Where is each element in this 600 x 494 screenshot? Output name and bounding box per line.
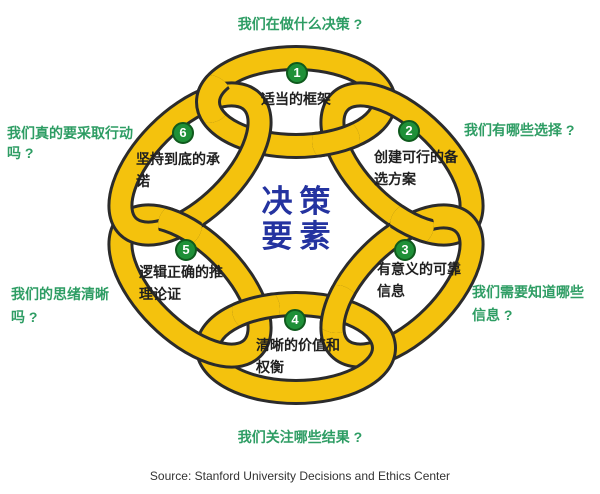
step-label-2: 创建可行的备 选方案 bbox=[374, 146, 470, 190]
step-label-3: 有意义的可靠 信息 bbox=[377, 258, 477, 302]
question-top: 我们在做什么决策 ? bbox=[150, 14, 450, 35]
question-left-top-line2: 吗 ? bbox=[7, 145, 34, 161]
question-top-line1: 我们在做什么决策 ? bbox=[237, 16, 363, 32]
step-label-6: 坚持到底的承 诺 bbox=[136, 148, 248, 192]
step-label-5-line1: 逻辑正确的推 bbox=[139, 264, 223, 280]
step-badge-6: 6 bbox=[172, 122, 194, 144]
step-label-3-line1: 有意义的可靠 bbox=[377, 261, 461, 277]
step-label-4-line2: 权衡 bbox=[256, 359, 284, 375]
question-right-top: 我们有哪些选择 ? bbox=[464, 120, 598, 141]
step-badge-2: 2 bbox=[398, 120, 420, 142]
question-left-top: 我们真的要采取行动 吗 ? bbox=[7, 123, 139, 163]
step-badge-4: 4 bbox=[284, 309, 306, 331]
question-left-top-line1: 我们真的要采取行动 bbox=[7, 125, 133, 141]
diagram-title-line1: 决策 bbox=[261, 184, 338, 219]
question-left-bottom-line2: 吗 ? bbox=[11, 309, 38, 325]
question-bottom: 我们关注哪些结果 ? bbox=[150, 427, 450, 448]
question-left-bottom: 我们的思绪清晰 吗 ? bbox=[11, 283, 135, 329]
step-label-1-line1: 适当的框架 bbox=[261, 91, 331, 107]
step-badge-3: 3 bbox=[394, 239, 416, 261]
step-label-2-line2: 选方案 bbox=[374, 171, 416, 187]
step-label-5: 逻辑正确的推 理论证 bbox=[139, 261, 249, 305]
question-bottom-line1: 我们关注哪些结果 ? bbox=[237, 429, 363, 445]
step-label-6-line1: 坚持到底的承 bbox=[136, 151, 220, 167]
question-right-top-line1: 我们有哪些选择 ? bbox=[464, 122, 575, 138]
diagram-title: 决策 要素 bbox=[228, 184, 364, 254]
ring-6-commitment bbox=[107, 81, 273, 247]
question-right-bottom: 我们需要知道哪些 信息 ? bbox=[472, 281, 600, 327]
question-right-bottom-line1: 我们需要知道哪些 bbox=[472, 284, 584, 300]
step-label-6-line2: 诺 bbox=[136, 173, 150, 189]
step-badge-1: 1 bbox=[286, 62, 308, 84]
diagram-title-line2: 要素 bbox=[261, 219, 338, 254]
source-attribution: Source: Stanford University Decisions an… bbox=[149, 469, 451, 483]
question-left-bottom-line1: 我们的思绪清晰 bbox=[11, 286, 109, 302]
step-badge-5: 5 bbox=[175, 239, 197, 261]
step-label-4-line1: 清晰的价值和 bbox=[256, 337, 340, 353]
step-label-3-line2: 信息 bbox=[377, 283, 405, 299]
ring-3-information bbox=[319, 203, 485, 369]
step-label-5-line2: 理论证 bbox=[139, 286, 181, 302]
step-label-1: 适当的框架 bbox=[236, 88, 356, 110]
step-label-2-line1: 创建可行的备 bbox=[374, 149, 458, 165]
question-right-bottom-line2: 信息 ? bbox=[472, 307, 513, 323]
step-label-4: 清晰的价值和 权衡 bbox=[256, 334, 368, 378]
